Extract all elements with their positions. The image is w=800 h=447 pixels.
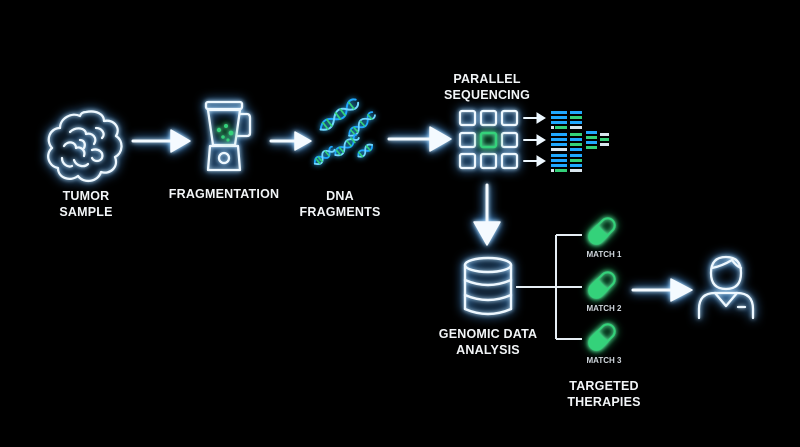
sequencing-grid-icon	[458, 109, 519, 170]
analysis-label-line2: ANALYSIS	[456, 343, 520, 357]
parallel-sequencing-label: PARALLEL SEQUENCING	[441, 71, 533, 103]
fragmentation-label: FRAGMENTATION	[164, 186, 284, 202]
analysis-label-line1: GENOMIC DATA	[438, 327, 538, 341]
database-icon	[463, 256, 513, 316]
pill-icon-1	[588, 217, 616, 245]
dna-label-line2: FRAGMENTS	[299, 205, 381, 219]
therapies-label-line2: THERAPIES	[567, 395, 641, 409]
therapy-branch-lines	[516, 234, 582, 340]
sequencing-active-cell	[479, 131, 498, 149]
tumor-label-line1: TUMOR	[62, 189, 110, 203]
match-3-label: MATCH 3	[586, 356, 622, 365]
match-1-label: MATCH 1	[586, 250, 622, 259]
arrow-fragmentation-to-dna	[269, 131, 312, 151]
pill-icon-2	[588, 271, 616, 299]
tumor-label-line2: SAMPLE	[59, 205, 113, 219]
sequencing-label-line1: PARALLEL	[453, 72, 521, 86]
sequencing-small-arrows	[523, 112, 546, 167]
genomic-analysis-label: GENOMIC DATA ANALYSIS	[430, 326, 546, 358]
dna-fragments-label: DNA FRAGMENTS	[296, 188, 384, 220]
arrow-therapies-to-patient	[631, 278, 693, 302]
doctor-icon	[697, 255, 755, 320]
dna-label-line1: DNA	[326, 189, 354, 203]
arrow-dna-to-sequencing	[387, 126, 452, 152]
targeted-therapies-label: TARGETED THERAPIES	[558, 378, 650, 410]
blender-fragments	[216, 124, 234, 142]
pill-icon-3	[588, 323, 616, 351]
sequencing-label-line2: SEQUENCING	[443, 88, 531, 102]
arrow-sequencing-to-analysis	[473, 183, 501, 246]
flow-arrows	[131, 126, 693, 302]
arrow-tumor-to-fragmentation	[131, 129, 191, 153]
tumor-sample-label: TUMOR SAMPLE	[44, 188, 128, 220]
blender-icon	[204, 100, 252, 172]
dna-icon	[313, 98, 376, 165]
therapies-label-line1: TARGETED	[569, 379, 639, 393]
match-2-label: MATCH 2	[586, 304, 622, 313]
tumor-icon	[47, 110, 123, 183]
fragmentation-label-line1: FRAGMENTATION	[168, 187, 280, 201]
sequencing-reads	[551, 111, 609, 172]
